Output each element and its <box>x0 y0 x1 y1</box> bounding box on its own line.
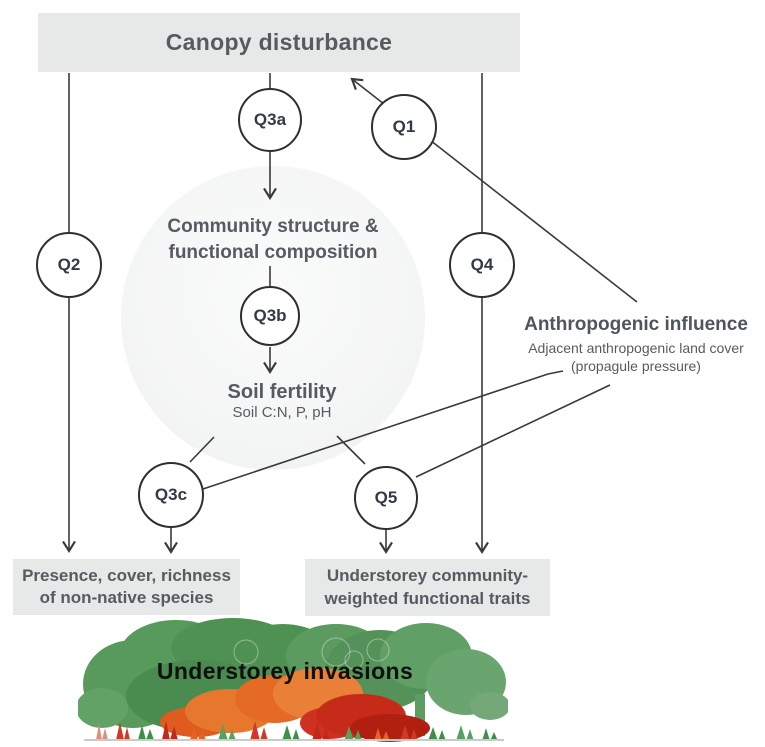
edge-soil-q3c <box>189 436 215 463</box>
node-q2-label: Q2 <box>57 255 81 274</box>
functional-traits-label: Understorey community- weighted function… <box>325 565 531 610</box>
soil-fertility-detail: Soil C:N, P, pH <box>232 404 332 421</box>
functional-traits-line1: Understorey community- <box>326 566 529 586</box>
node-q4-label: Q4 <box>470 255 494 274</box>
canopy-disturbance-label: Canopy disturbance <box>165 29 393 55</box>
anthropogenic-influence-sub2: (propagule pressure) <box>571 358 701 374</box>
community-structure-label: Community structure & functional composi… <box>132 214 414 265</box>
node-q5-label: Q5 <box>374 488 398 507</box>
node-q3c: Q3c <box>138 462 204 528</box>
node-q2: Q2 <box>36 232 102 298</box>
node-q4: Q4 <box>449 232 515 298</box>
edge-q3c-anthro <box>202 370 564 490</box>
soil-fertility-title: Soil fertility <box>227 381 337 403</box>
community-structure-line1: Community structure & <box>167 216 379 237</box>
canopy-disturbance-box: Canopy disturbance <box>38 13 520 72</box>
functional-traits-line2: weighted functional traits <box>324 588 531 608</box>
node-q3a-label: Q3a <box>253 110 287 129</box>
vegetation-art <box>76 618 510 742</box>
node-q5: Q5 <box>354 466 418 530</box>
non-native-line1: Presence, cover, richness <box>22 565 231 585</box>
community-structure-line2: functional composition <box>168 241 378 263</box>
node-q1: Q1 <box>371 94 437 160</box>
edge-soil-q5 <box>336 435 366 465</box>
grass-tufts <box>96 721 498 741</box>
node-q3a: Q3a <box>238 88 302 152</box>
edge-q5-anthro <box>415 384 611 478</box>
node-q3b: Q3b <box>240 286 300 346</box>
understorey-invasions-caption: Understorey invasions <box>156 658 414 684</box>
anthropogenic-influence-sub1: Adjacent anthropogenic land cover <box>528 340 744 356</box>
node-q3c-label: Q3c <box>154 485 188 504</box>
red-bushes <box>300 694 430 742</box>
non-native-line2: of non-native species <box>39 588 214 607</box>
non-native-species-box: Presence, cover, richness of non-native … <box>13 559 240 615</box>
node-q3b-label: Q3b <box>253 306 287 325</box>
vegetation-illustration <box>76 612 510 745</box>
functional-traits-box: Understorey community- weighted function… <box>305 559 550 616</box>
non-native-species-label: Presence, cover, richness of non-native … <box>22 565 231 610</box>
node-q1-label: Q1 <box>392 117 416 136</box>
anthropogenic-influence-title: Anthropogenic influence <box>524 314 748 335</box>
